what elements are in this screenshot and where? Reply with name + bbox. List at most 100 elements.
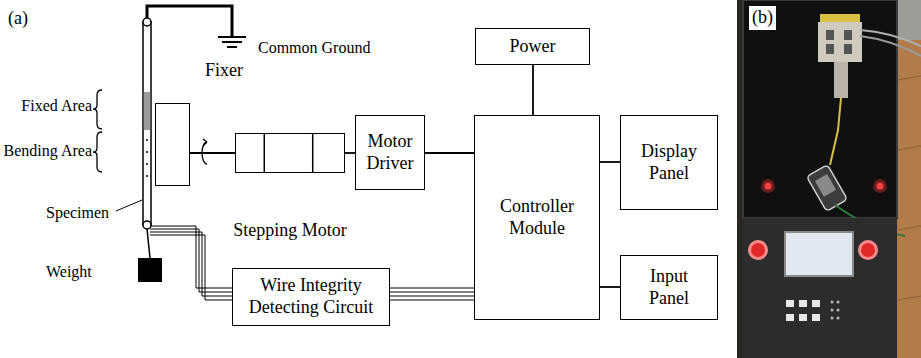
- photo-part: [761, 179, 775, 193]
- signal-wires-part: [150, 229, 232, 292]
- connector-path: [345, 152, 355, 154]
- process-box: Display Panel: [620, 115, 718, 210]
- photo-part: [820, 14, 860, 22]
- part-label: Stepping Motor: [233, 220, 347, 242]
- photo-part: [748, 240, 768, 260]
- weight-symbol: [138, 229, 162, 282]
- photo-part: [861, 243, 875, 257]
- connector-path: [390, 288, 474, 289]
- photo-part: [812, 314, 820, 321]
- photo: [737, 0, 921, 358]
- area-brace: [93, 90, 102, 172]
- panel-letter: (b): [749, 6, 776, 30]
- part-label: Fixed Area: [21, 96, 92, 115]
- box-label: Power: [510, 36, 556, 58]
- specimen-rod-part: [143, 221, 151, 229]
- connector-path: [390, 300, 474, 301]
- specimen-rod-part: [146, 151, 148, 153]
- photo-part: [831, 309, 834, 312]
- box-label: Display Panel: [629, 141, 709, 184]
- box-label: Wire Integrity Detecting Circuit: [241, 275, 381, 318]
- photo-part: [826, 44, 834, 54]
- photo-part: [895, 40, 921, 358]
- motor-symbol: [236, 134, 344, 172]
- signal-wires-part: [150, 232, 232, 296]
- connector-line: [425, 153, 474, 154]
- photo-part: [844, 44, 852, 54]
- motor-line: [312, 134, 314, 172]
- specimen-rod-part: [143, 18, 151, 26]
- signal-wires: [150, 226, 232, 300]
- connector-path: [190, 152, 235, 154]
- rotation-symbol: [202, 139, 207, 164]
- specimen-rod-part: [146, 175, 148, 177]
- photo-part: [786, 300, 794, 307]
- photo-part: [898, 76, 921, 300]
- ground-wire-part: [222, 41, 242, 43]
- specimen-rod-part: [143, 22, 151, 225]
- specimen-rod: [143, 18, 151, 229]
- ground-wire-part: [218, 36, 246, 38]
- photo-part: [837, 309, 840, 312]
- photo-part: [799, 300, 807, 307]
- motor-line: [264, 134, 266, 172]
- weight-symbol-part: [147, 229, 150, 258]
- leader-line: [116, 200, 142, 211]
- photo-part-part: [807, 165, 848, 212]
- area-brace-part: [93, 90, 102, 129]
- connector-line: [600, 162, 620, 163]
- photo-part: [786, 314, 794, 321]
- photo-part: [743, 0, 897, 218]
- photo-part: [858, 240, 878, 260]
- photo-part: [743, 0, 897, 218]
- photo-part: [830, 98, 841, 165]
- part-label: Common Ground: [258, 38, 370, 57]
- process-box: Input Panel: [620, 255, 718, 320]
- photo-part: [826, 30, 834, 40]
- photo-part: [844, 30, 852, 40]
- connector-line: [190, 153, 235, 154]
- photo-part: [807, 165, 848, 212]
- photo-part: [837, 301, 840, 304]
- process-box: Motor Driver: [355, 115, 425, 190]
- photo-part: [818, 22, 862, 62]
- ground-wire-part: [227, 46, 237, 48]
- connector-line: [600, 287, 620, 288]
- connector-line: [533, 65, 534, 115]
- photo-part: [834, 62, 848, 98]
- specimen-rod-part: [144, 92, 150, 130]
- fixer-block: Fixer: [155, 103, 190, 186]
- part-label: Bending Area: [4, 141, 92, 160]
- connector-path: [390, 296, 474, 297]
- photo-part: [812, 300, 820, 307]
- panel-letter: (a): [8, 8, 28, 30]
- process-box: Power: [475, 28, 590, 65]
- photo-part: [837, 317, 840, 320]
- photo-part: [751, 243, 765, 257]
- connector-line: [345, 153, 355, 154]
- photo-part: [743, 218, 897, 358]
- area-brace-part: [93, 132, 102, 172]
- connector-path: [532, 65, 534, 115]
- connector-path: [390, 292, 474, 293]
- specimen-rod-part: [146, 163, 148, 165]
- bus-connector: [390, 288, 474, 300]
- signal-wires-part: [150, 235, 232, 300]
- process-box: Controller Module: [474, 115, 600, 320]
- photo-part: [785, 232, 853, 276]
- process-box: Wire Integrity Detecting Circuit: [232, 268, 390, 326]
- weight-symbol-part: [138, 258, 162, 282]
- photo-part: [765, 183, 772, 190]
- stepping-motor: Stepping Motor: [235, 133, 345, 173]
- photo-part: [860, 36, 921, 56]
- rotation-symbol-part: [203, 139, 207, 146]
- connector-path: [600, 286, 620, 288]
- photo-part: [737, 0, 921, 358]
- specimen-rod-part: [146, 139, 148, 141]
- photo-part: [831, 317, 834, 320]
- part-label: Weight: [46, 262, 92, 281]
- photo-part: [895, 0, 921, 40]
